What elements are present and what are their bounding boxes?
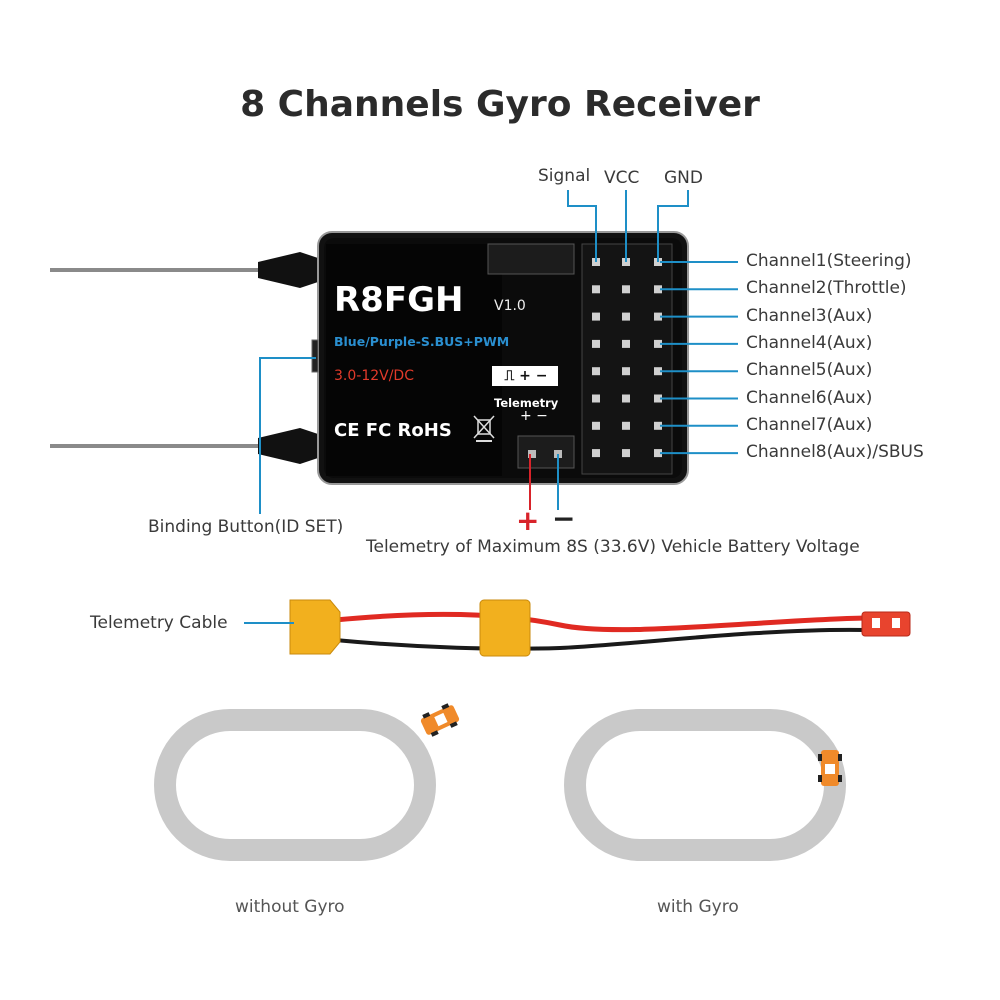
pin: [592, 339, 600, 348]
pin: [654, 285, 662, 294]
vcc-label: VCC: [604, 168, 640, 188]
pin: [622, 339, 630, 348]
pin: [592, 312, 600, 321]
pin: [654, 367, 662, 376]
voltage-label: 3.0-12V/DC: [334, 368, 414, 384]
version-label: V1.0: [494, 298, 526, 314]
pin-header: [487, 243, 673, 475]
pin: [622, 285, 630, 294]
channel-label: Channel7(Aux): [746, 414, 873, 435]
binding-button-label: Binding Button(ID SET): [148, 517, 344, 537]
channel-label: Channel6(Aux): [746, 387, 873, 408]
pin: [654, 449, 662, 458]
pin: [622, 421, 630, 430]
telemetry-note: Telemetry of Maximum 8S (33.6V) Vehicle …: [366, 537, 860, 557]
binding-button: [311, 339, 319, 373]
channel-label: Channel1(Steering): [746, 251, 912, 271]
car-icon: [818, 750, 842, 786]
pin: [654, 339, 662, 348]
pin: [592, 285, 600, 294]
pin: [622, 449, 630, 458]
model-name: R8FGH: [334, 280, 464, 320]
pin: [592, 367, 600, 376]
pin: [622, 367, 630, 376]
channel-label: Channel5(Aux): [746, 360, 873, 381]
pin: [622, 312, 630, 321]
gnd-label: GND: [664, 168, 703, 188]
pin: [622, 394, 630, 403]
page-title: 8 Channels Gyro Receiver: [240, 84, 760, 125]
track-with-gyro: [564, 709, 846, 861]
telemetry-cable: [289, 599, 911, 657]
channel-label: Channel2(Throttle): [746, 278, 907, 299]
channel-label: Channel8(Aux)/SBUS: [746, 442, 924, 463]
pin: [592, 449, 600, 458]
pin: [654, 312, 662, 321]
track-without-gyro: [154, 709, 436, 861]
minus-sign: −: [552, 502, 576, 535]
bus-label: Blue/Purple-S.BUS+PWM: [334, 334, 510, 349]
telemetry-port-label: Telemetry: [494, 396, 559, 410]
pin: [654, 421, 662, 430]
car-icon: [420, 703, 460, 737]
certification-marks: CE FC RoHS: [334, 420, 452, 441]
without-gyro-label: without Gyro: [235, 897, 345, 917]
channel-label: Channel4(Aux): [746, 332, 873, 353]
pin: [592, 394, 600, 403]
pin: [592, 421, 600, 430]
plus-sign: +: [516, 504, 540, 537]
trash-bin-weee-icon: [473, 415, 495, 442]
pwm-indicator: ⎍ + −: [504, 368, 548, 384]
telemetry-cable-label: Telemetry Cable: [90, 613, 228, 633]
pin: [654, 394, 662, 403]
with-gyro-label: with Gyro: [657, 897, 739, 917]
signal-label: Signal: [538, 166, 591, 186]
telemetry-port-polarity: + −: [520, 408, 548, 424]
antenna-icon: [50, 252, 318, 464]
channel-label: Channel3(Aux): [746, 305, 873, 326]
